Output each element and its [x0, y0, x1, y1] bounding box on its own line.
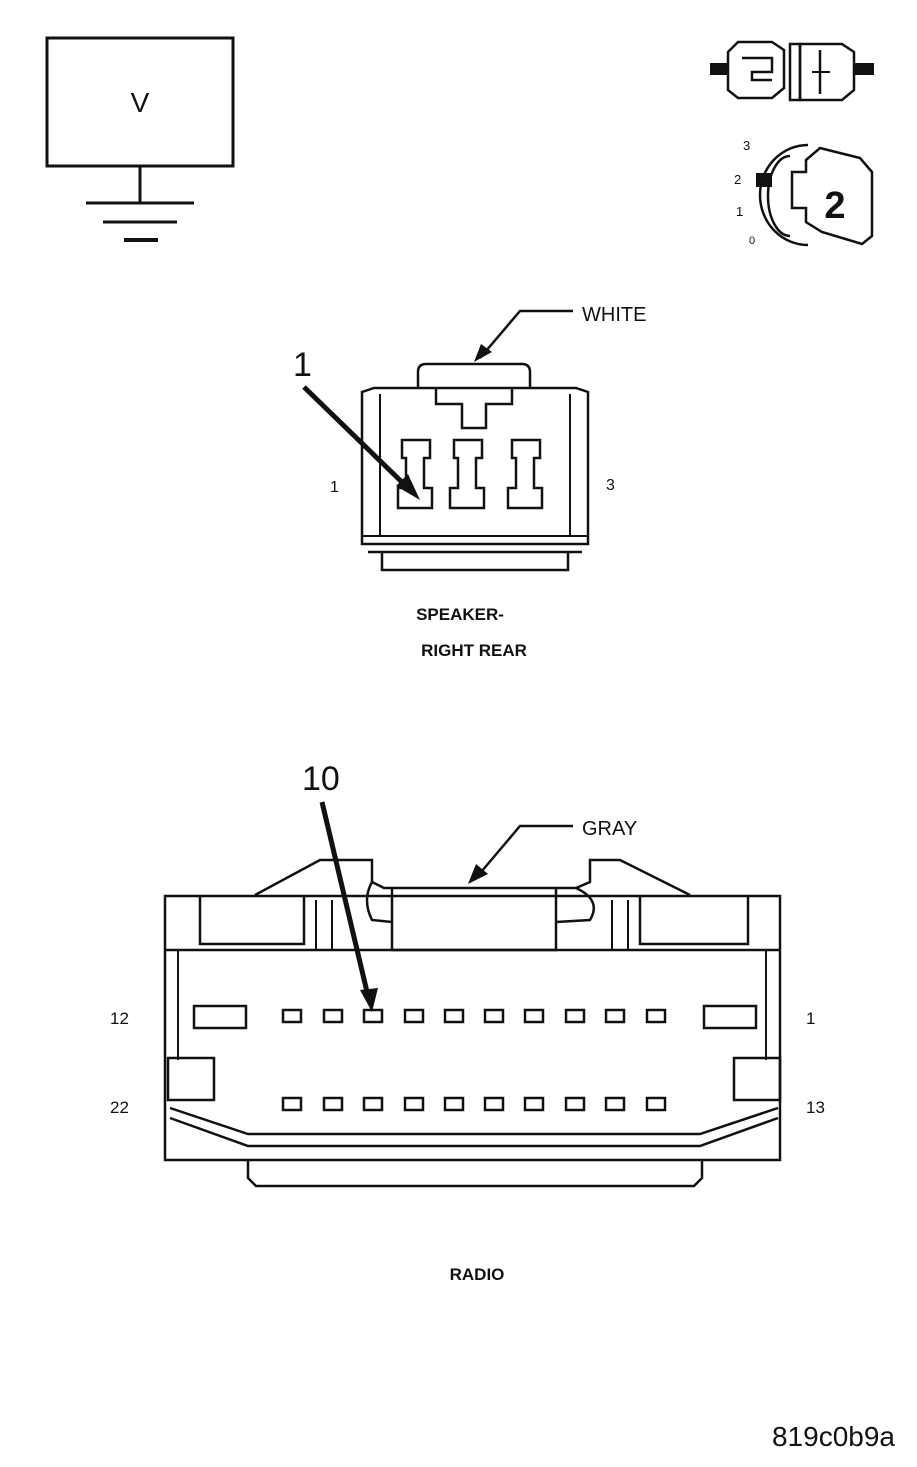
speaker-cavity-3 [506, 438, 544, 510]
ignition-position-0: 0 [749, 235, 755, 247]
ignition-position-1: 1 [736, 204, 743, 219]
radio-color-callout: GRAY [582, 818, 637, 840]
voltmeter-icon: V [45, 36, 235, 242]
ignition-position-3: 3 [743, 138, 750, 153]
speaker-color-callout: WHITE [582, 304, 646, 326]
figure-id: 819c0b9a [772, 1421, 895, 1452]
radio-cavity-12 [192, 1004, 248, 1030]
radio-pin-label-22: 22 [110, 1098, 129, 1117]
speaker-title-line2: RIGHT REAR [421, 641, 527, 660]
radio-cavity-10 [362, 1008, 384, 1024]
radio-pin-label-13: 13 [806, 1098, 825, 1117]
radio-pin-label-1: 1 [806, 1009, 815, 1028]
speaker-pin-label-left: 1 [330, 479, 339, 496]
speaker-pin-label-right: 3 [606, 477, 615, 494]
speaker-pin-callout: 1 [293, 346, 312, 384]
connector-disconnect-icon [710, 40, 874, 102]
meter-label: V [131, 87, 150, 118]
ignition-key-icon: 3 2 1 0 2 [734, 138, 874, 247]
radio-connector: GRAY [110, 760, 825, 1284]
speaker-title-line1: SPEAKER- [416, 605, 504, 624]
ignition-selected-position: 2 [824, 185, 845, 227]
radio-pin-label-12: 12 [110, 1009, 129, 1028]
radio-cavity-1 [702, 1004, 758, 1030]
speaker-cavity-2 [448, 438, 486, 510]
speaker-connector: WHITE 1 3 1 SPEAKER- RIGHT REAR [293, 304, 646, 660]
speaker-cavity-1 [396, 438, 434, 510]
ground-icon [86, 201, 194, 242]
ignition-position-2: 2 [734, 172, 741, 187]
radio-pin-callout: 10 [302, 760, 340, 798]
radio-title: RADIO [450, 1265, 505, 1284]
